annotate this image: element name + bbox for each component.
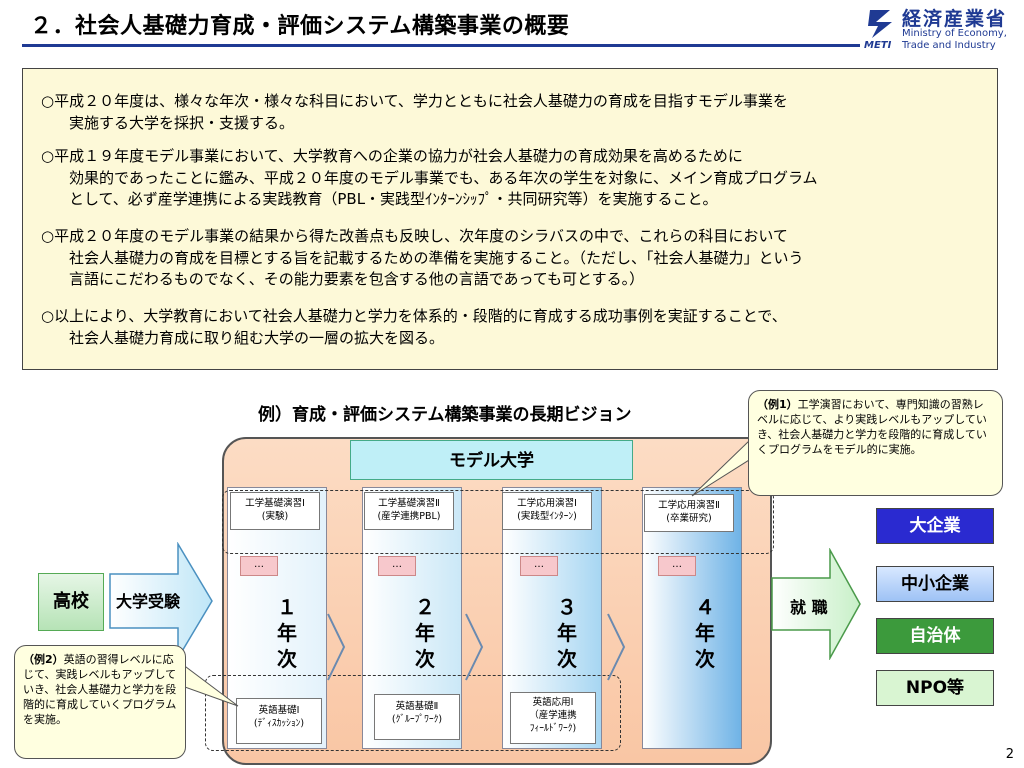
meti-logo-icon	[868, 10, 892, 38]
course-name: 工学応用演習Ⅱ	[658, 500, 720, 511]
summary-box: ○平成２０年度は、様々な年次・様々な科目において、学力とともに社会人基礎力の育成…	[22, 68, 998, 370]
entrance-exam-label: 大学受験	[116, 592, 181, 611]
destination-npo: NPO等	[876, 670, 994, 706]
year-label: １ 年 次	[272, 594, 302, 672]
course-name: 工学基礎演習Ⅱ	[378, 498, 440, 509]
english-course-box: 英語基礎Ⅰ (ﾃﾞｨｽｶｯｼｮﾝ)	[236, 698, 322, 744]
example2-callout: （例2）英語の習得レベルに応じて、実践レベルもアップしていき、社会人基礎力と学力…	[14, 645, 186, 759]
course-detail: (卒業研究)	[666, 513, 712, 524]
engineering-track-outline	[222, 490, 774, 554]
title-underline	[22, 44, 860, 47]
course-detail: (実験)	[261, 511, 289, 522]
course-box: 工学応用演習Ⅱ (卒業研究)	[644, 494, 734, 532]
more-courses-dots: …	[240, 556, 278, 576]
ministry-name-en-line1: Ministry of Economy,	[902, 28, 1007, 39]
more-courses-dots: …	[658, 556, 696, 576]
paragraph-line: ○平成２０年度のモデル事業の結果から得た改善点も反映し、次年度のシラバスの中で、…	[41, 227, 788, 245]
year-char: 年	[415, 621, 435, 645]
year-label: ４ 年 次	[690, 594, 720, 672]
english-course-box: 英語応用Ⅰ （産学連携 ﾌｨｰﾙﾄﾞﾜｰｸ)	[510, 692, 596, 744]
paragraph-line: 言語にこだわるものでなく、その能力要素を包含する他の言語であっても可とする。）	[69, 270, 645, 288]
english-course-name: 英語基礎Ⅱ	[395, 701, 439, 712]
course-name: 工学基礎演習Ⅰ	[245, 498, 305, 509]
callout-text: 英語の習得レベルに応じて、実践レベルもアップしていき、社会人基礎力と学力を段階的…	[23, 653, 177, 726]
english-course-detail: (ｸﾞﾙｰﾌﾟﾜｰｸ)	[391, 714, 443, 725]
employment-label: 就 職	[790, 598, 828, 617]
paragraph-line: 社会人基礎力育成に取り組む大学の一層の拡大を図る。	[69, 328, 445, 347]
paragraph-line: ○以上により、大学教育において社会人基礎力と学力を体系的・段階的に育成する成功事…	[41, 307, 787, 325]
callout2-pointer	[182, 663, 239, 707]
chevron-right-icon	[327, 613, 346, 681]
year-label: ３ 年 次	[552, 594, 582, 672]
english-track-outline	[205, 675, 621, 751]
english-course-box: 英語基礎Ⅱ (ｸﾞﾙｰﾌﾟﾜｰｸ)	[374, 694, 460, 740]
summary-paragraph: ○平成１９年度モデル事業において、大学教育への企業の協力が社会人基礎力の育成効果…	[41, 146, 976, 211]
course-box: 工学基礎演習Ⅰ (実験)	[230, 492, 320, 530]
year-char: 次	[557, 647, 577, 671]
callout-text: 工学演習において、専門知識の習熟レベルに応じて、より実践レベルもアップしていき、…	[757, 398, 987, 456]
course-box: 工学応用演習Ⅰ (実践型ｲﾝﾀｰﾝ)	[502, 492, 592, 530]
year-char: 年	[695, 621, 715, 645]
english-course-detail: ﾌｨｰﾙﾄﾞﾜｰｸ)	[529, 723, 577, 734]
paragraph-line: 効果的であったことに鑑み、平成２０年度のモデル事業でも、ある年次の学生を対象に、…	[69, 168, 818, 187]
summary-paragraph: ○平成２０年度は、様々な年次・様々な科目において、学力とともに社会人基礎力の育成…	[41, 91, 976, 134]
callout-label: （例1）	[757, 398, 798, 411]
english-course-detail: (ﾃﾞｨｽｶｯｼｮﾝ)	[253, 718, 305, 729]
year-number: ３	[557, 595, 577, 619]
paragraph-line: ○平成２０年度は、様々な年次・様々な科目において、学力とともに社会人基礎力の育成…	[41, 92, 788, 110]
paragraph-line: ○平成１９年度モデル事業において、大学教育への企業の協力が社会人基礎力の育成効果…	[41, 147, 743, 165]
course-detail: (実践型ｲﾝﾀｰﾝ)	[517, 511, 577, 522]
year-char: 次	[277, 647, 297, 671]
page-number: 2	[1005, 747, 1014, 762]
paragraph-line: 社会人基礎力の育成を目標とする旨を記載するための準備を実施すること。（ただし、「…	[69, 248, 804, 267]
paragraph-line: 実施する大学を採択・支援する。	[69, 113, 295, 132]
destination-sme: 中小企業	[876, 566, 994, 602]
meti-logo: 経済産業省 Ministry of Economy, Trade and Ind…	[864, 4, 1020, 54]
summary-paragraph: ○平成２０年度のモデル事業の結果から得た改善点も反映し、次年度のシラバスの中で、…	[41, 226, 976, 291]
course-box: 工学基礎演習Ⅱ (産学連携PBL)	[364, 492, 454, 530]
course-name: 工学応用演習Ⅰ	[517, 498, 577, 509]
vision-title: 例）育成・評価システム構築事業の長期ビジョン	[258, 405, 632, 425]
ministry-name-en-line2: Trade and Industry	[902, 40, 996, 51]
english-course-detail: （産学連携	[529, 710, 577, 721]
year-char: 年	[277, 621, 297, 645]
english-course-name: 英語応用Ⅰ	[532, 697, 574, 708]
high-school-box: 高校	[38, 573, 104, 631]
year-label: ２ 年 次	[410, 594, 440, 672]
employment-arrow	[771, 548, 861, 660]
chevron-right-icon	[465, 613, 484, 681]
year-char: 次	[415, 647, 435, 671]
page-title: ２．社会人基礎力育成・評価システム構築事業の概要	[30, 14, 570, 39]
destination-large-company: 大企業	[876, 508, 994, 544]
more-courses-dots: …	[378, 556, 416, 576]
paragraph-line: として、必ず産学連携による実践教育（PBL・実践型ｲﾝﾀｰﾝｼｯﾌﾟ・共同研究等…	[69, 190, 718, 208]
more-courses-dots: …	[520, 556, 558, 576]
year-number: ４	[695, 595, 715, 619]
callout-label: （例2）	[23, 653, 64, 666]
summary-paragraph: ○以上により、大学教育において社会人基礎力と学力を体系的・段階的に育成する成功事…	[41, 306, 976, 349]
destination-local-government: 自治体	[876, 618, 994, 654]
year-char: 次	[695, 647, 715, 671]
year-char: 年	[557, 621, 577, 645]
ministry-name-jp: 経済産業省	[902, 8, 1008, 30]
chevron-right-icon	[607, 613, 626, 681]
meti-abbr: METI	[864, 40, 892, 51]
english-course-name: 英語基礎Ⅰ	[258, 705, 300, 716]
model-university-label: モデル大学	[350, 440, 633, 480]
year-number: ２	[415, 595, 435, 619]
year-number: １	[277, 595, 297, 619]
entrance-exam-arrow	[109, 542, 213, 660]
example1-callout: （例1）工学演習において、専門知識の習熟レベルに応じて、より実践レベルもアップし…	[748, 390, 1003, 496]
course-detail: (産学連携PBL)	[377, 511, 441, 522]
